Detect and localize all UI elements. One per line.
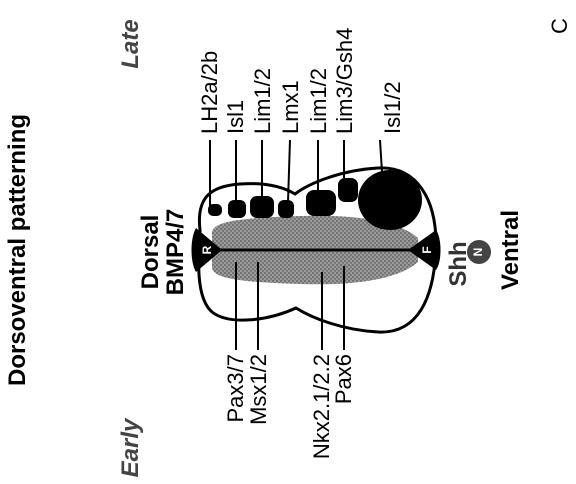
domain-lim3	[338, 178, 358, 202]
domain-lim1-dorsal	[250, 196, 274, 218]
late-gene-5: Lim1/2	[306, 68, 331, 134]
stage-early: Early	[117, 417, 144, 477]
panel-letter: C	[547, 18, 572, 34]
ventral-label: Ventral	[497, 210, 524, 290]
early-gene-2: Msx1/2	[246, 354, 271, 425]
floor-plate-letter: F	[420, 246, 434, 253]
domain-isl1	[228, 200, 246, 218]
title: Dorsoventral patterning	[4, 114, 31, 386]
late-gene-6: Lim3/Gsh4	[332, 28, 357, 134]
domain-isl12-motor	[358, 170, 422, 230]
late-gene-2: Isl1	[223, 100, 248, 134]
late-gene-1: LH2a/2b	[197, 51, 222, 134]
notochord-letter: N	[471, 248, 485, 257]
bmp-label: BMP4/7	[162, 209, 189, 296]
late-gene-4: Lmx1	[278, 80, 303, 134]
shh-label: Shh	[445, 241, 472, 286]
roof-plate-letter: R	[200, 245, 214, 254]
early-gene-1: Pax3/7	[223, 354, 248, 423]
domain-lim1-ventral	[306, 190, 336, 216]
dorsal-label: Dorsal	[137, 215, 164, 290]
stage-late: Late	[117, 19, 144, 68]
domain-lmx1	[278, 200, 294, 218]
early-gene-4: Pax6	[331, 354, 356, 404]
late-gene-7: Isl1/2	[380, 81, 405, 134]
late-gene-3: Lim1/2	[250, 68, 275, 134]
